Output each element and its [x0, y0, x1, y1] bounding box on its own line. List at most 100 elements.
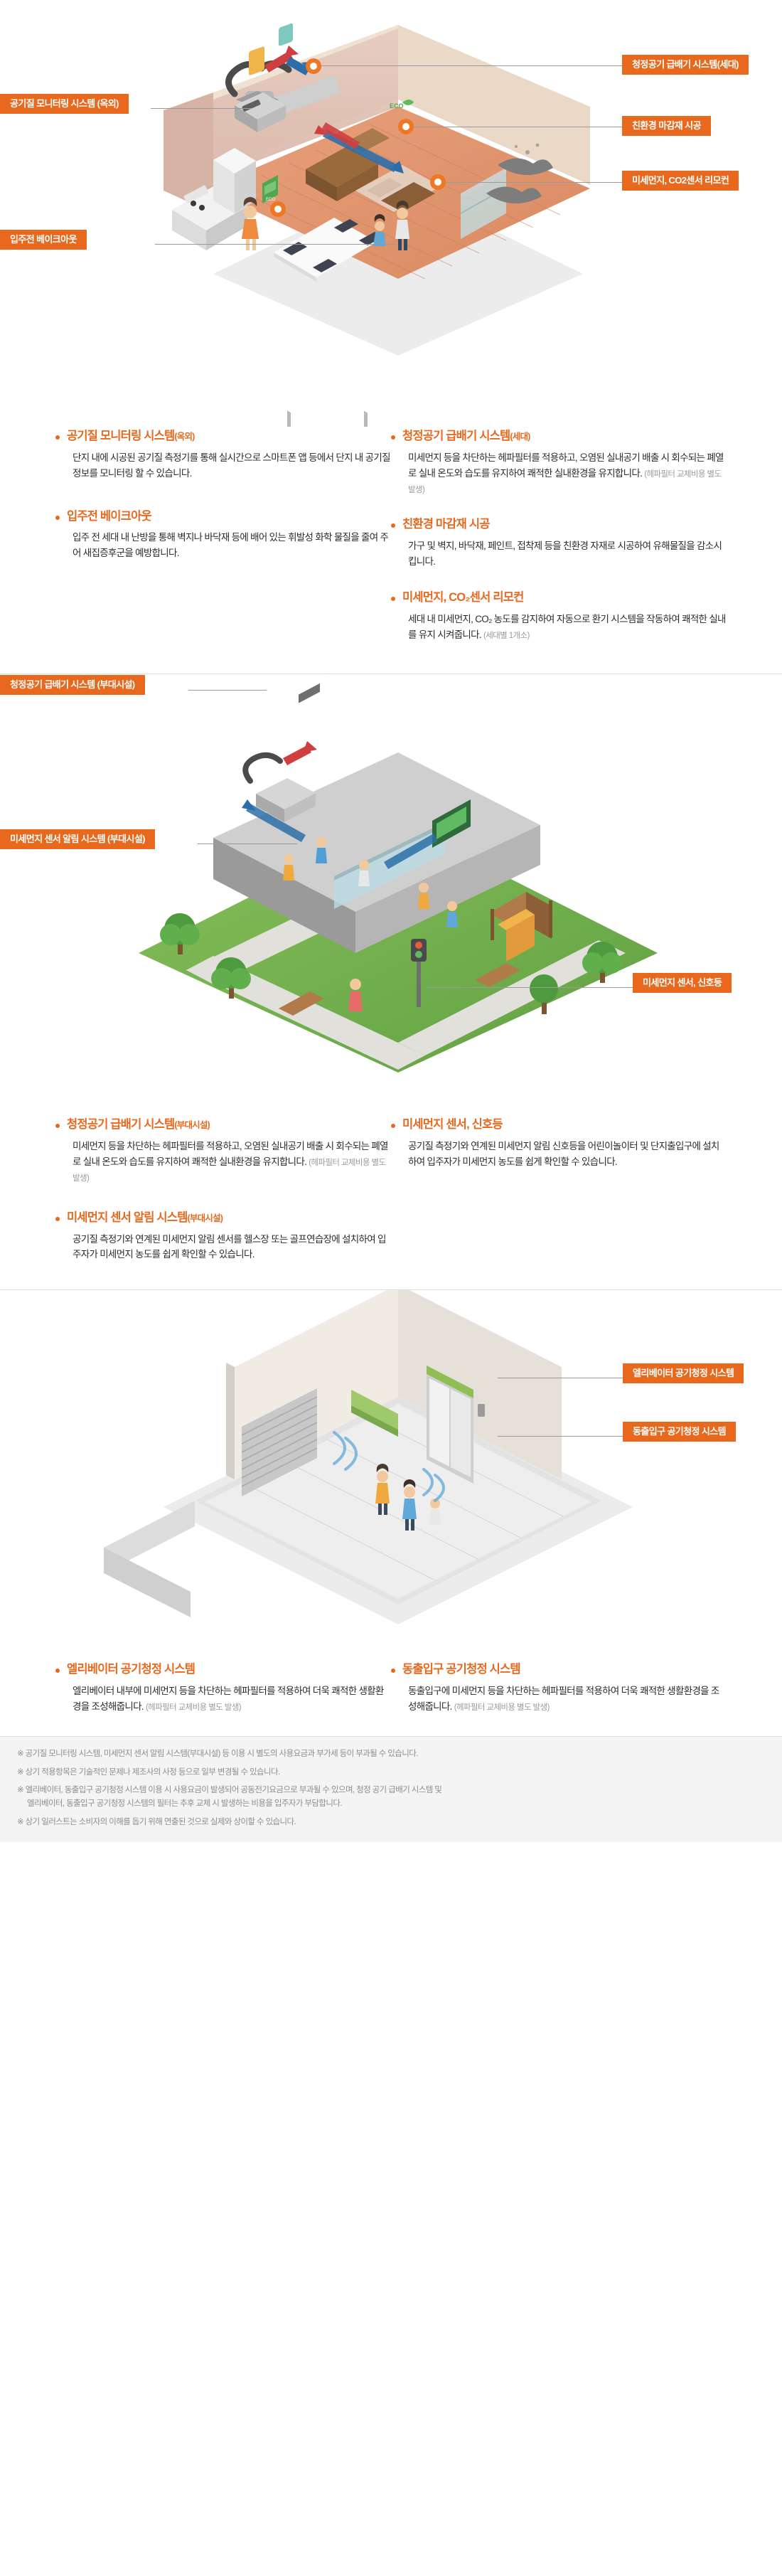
- callout-building-entrance-air-purification[interactable]: 동출입구 공기청정 시스템: [623, 1422, 736, 1442]
- desc-item-pre-move-in-bakeout: 입주전 베이크아웃 입주 전 세대 내 난방을 통해 벽지나 바닥재 등에 배어…: [55, 510, 391, 562]
- desc-note: (헤파필터 교체비용 별도 발생): [408, 469, 722, 494]
- bullet-dot: [391, 1668, 395, 1673]
- entrance-scene-svg: [104, 1290, 633, 1625]
- hrv-unit: [235, 92, 286, 132]
- desc-body: 엘리베이터 내부에 미세먼지 등을 차단하는 헤파필터를 적용하여 더욱 쾌적한…: [73, 1686, 384, 1712]
- desc-note: (헤파필터 교체비용 별도 발생): [145, 1703, 242, 1712]
- hotspot-dot-1[interactable]: [306, 58, 321, 74]
- leader-line-10: [498, 1436, 623, 1437]
- desc-item-air-quality-monitoring: 공기질 모니터링 시스템(옥외) 단지 내에 시공된 공기질 측정기를 통해 실…: [55, 430, 391, 481]
- callout-label: 청정공기 급배기 시스템 (부대시설): [10, 679, 135, 691]
- desc-title-paren: (부대시설): [187, 1213, 223, 1223]
- desc-body: 세대 내 미세먼지, CO₂ 농도를 감지하여 자동으로 환기 시스템을 작동하…: [408, 613, 726, 640]
- desc-body: 공기질 측정기와 연계된 미세먼지 알림 신호등을 어린이놀이터 및 단지출입구…: [408, 1141, 719, 1168]
- callout-label: 청정공기 급배기 시스템(세대): [632, 59, 739, 70]
- kitchen: [172, 148, 256, 250]
- garage-shutter: [241, 1388, 318, 1497]
- desc-title-paren: (부대시설): [174, 1120, 210, 1131]
- entrance-air-unit: [351, 1390, 398, 1437]
- bullet-dot: [55, 435, 60, 440]
- tree-4: [530, 974, 558, 1015]
- hotspot-dot-4[interactable]: [270, 201, 286, 217]
- community-scene-svg: [139, 674, 658, 1073]
- person-lobby-2: [402, 1479, 417, 1531]
- leader-line-5: [155, 244, 397, 245]
- leader-line-2: [321, 65, 622, 66]
- footer-note-1: ※ 공기질 모니터링 시스템, 미세먼지 센서 알림 시스템(부대시설) 등 이…: [17, 1749, 418, 1758]
- callout-elevator-air-purification[interactable]: 엘리베이터 공기청정 시스템: [623, 1363, 744, 1384]
- callout-dust-co2-sensor-remote[interactable]: 미세먼지, CO2센서 리모컨: [622, 171, 739, 191]
- elevator: [427, 1366, 485, 1484]
- desc-title-paren: (옥외): [174, 432, 195, 442]
- desc-title: 공기질 모니터링 시스템(옥외): [67, 430, 195, 442]
- person-child-1: [418, 883, 429, 910]
- playground-slide: [489, 892, 552, 962]
- bullet-dot: [391, 1124, 395, 1129]
- person-lobby-3: [429, 1499, 441, 1526]
- desc-title: 엘리베이터 공기청정 시스템: [67, 1663, 196, 1676]
- callout-dust-sensor-signal-lamp[interactable]: 미세먼지 센서, 신호등: [633, 973, 732, 994]
- tree-2: [211, 957, 251, 999]
- hotspot-dot-2[interactable]: [398, 119, 414, 134]
- tree-1: [160, 913, 200, 955]
- leader-line-1: [151, 108, 252, 109]
- callout-label: 미세먼지 센서 알림 시스템 (부대시설): [10, 834, 146, 845]
- bullet-dot: [55, 1216, 60, 1221]
- footer-note-2: ※ 상기 적용항목은 기술적인 문제나 제조사의 사정 등으로 일부 변경될 수…: [17, 1767, 280, 1777]
- person-child: [373, 214, 386, 246]
- hotspot-dot-3[interactable]: [430, 174, 446, 190]
- person-adult-standing: [395, 201, 409, 250]
- desc-item-building-entrance-air-purification: 동출입구 공기청정 시스템 동출입구에 미세먼지 등을 차단하는 헤파필터를 적…: [391, 1663, 727, 1715]
- callout-label: 미세먼지, CO2센서 리모컨: [632, 175, 729, 186]
- bullet-dot: [391, 435, 395, 440]
- tree-3: [582, 942, 622, 984]
- desc-title: 친환경 마감재 시공: [402, 518, 490, 531]
- desc-item-clean-air-supply-facility: 청정공기 급배기 시스템(부대시설) 미세먼지 등을 차단하는 헤파필터를 적용…: [55, 1118, 391, 1185]
- community-desc-left-column: 청정공기 급배기 시스템(부대시설) 미세먼지 등을 차단하는 헤파필터를 적용…: [55, 1118, 391, 1284]
- desc-body: 동출입구에 미세먼지 등을 차단하는 헤파필터를 적용하여 더욱 쾌적한 생활환…: [408, 1686, 719, 1712]
- leader-line-4: [441, 182, 622, 183]
- desc-note: (세대별 1개소): [483, 631, 530, 640]
- desc-body: 단지 내에 시공된 공기질 측정기를 통해 실시간으로 스마트폰 앱 등에서 단…: [73, 452, 391, 479]
- desc-body: 입주 전 세대 내 난방을 통해 벽지나 바닥재 등에 배어 있는 휘발성 화학…: [73, 532, 389, 559]
- section-household-descriptions: 공기질 모니터링 시스템(옥외) 단지 내에 시공된 공기질 측정기를 통해 실…: [0, 427, 782, 664]
- leader-line-7: [198, 843, 297, 845]
- leader-line-8: [427, 987, 633, 989]
- callout-dust-sensor-alarm-facility[interactable]: 미세먼지 센서 알림 시스템 (부대시설): [0, 829, 155, 850]
- desc-note: (헤파필터 교체비용 별도 발생): [454, 1703, 550, 1712]
- person-woman-kitchen: [242, 197, 259, 250]
- desc-body: 가구 및 벽지, 바닥재, 페인트, 접착제 등을 친환경 자재로 시공하여 유…: [408, 541, 722, 568]
- desc-item-eco-friendly-finishing: 친환경 마감재 시공 가구 및 벽지, 바닥재, 페인트, 접착제 등을 친환경…: [391, 518, 727, 570]
- desc-body: 미세먼지 등을 차단하는 헤파필터를 적용하고, 오염된 실내공기 배출 시 회…: [408, 452, 724, 494]
- person-gym-1: [283, 854, 294, 881]
- infographic-page: ECO ECO: [0, 23, 782, 1842]
- section-divider-3: [0, 1735, 782, 1737]
- callout-eco-friendly-finishing[interactable]: 친환경 마감재 시공: [622, 116, 711, 136]
- entrance-desc-left-column: 엘리베이터 공기청정 시스템 엘리베이터 내부에 미세먼지 등을 차단하는 헤파…: [55, 1663, 391, 1736]
- desc-title: 입주전 베이크아웃: [67, 509, 152, 523]
- community-building: [213, 674, 540, 954]
- callout-label: 동출입구 공기청정 시스템: [633, 1426, 727, 1437]
- bullet-dot: [55, 1124, 60, 1129]
- desc-title-paren: (세대): [510, 432, 530, 442]
- person-adult-stroller: [348, 979, 363, 1012]
- desc-title: 동출입구 공기청정 시스템: [402, 1663, 521, 1676]
- callout-label: 입주전 베이크아웃: [10, 234, 77, 245]
- callout-air-quality-monitoring-outdoor[interactable]: 공기질 모니터링 시스템 (옥외): [0, 94, 129, 114]
- desc-title: 청정공기 급배기 시스템(세대): [402, 430, 530, 442]
- callout-label: 엘리베이터 공기청정 시스템: [633, 1368, 734, 1379]
- section-community-descriptions: 청정공기 급배기 시스템(부대시설) 미세먼지 등을 차단하는 헤파필터를 적용…: [0, 1115, 782, 1284]
- desc-title: 미세먼지 센서, 신호등: [402, 1118, 503, 1132]
- callout-label: 미세먼지 센서, 신호등: [643, 977, 722, 989]
- footer-notes: ※ 공기질 모니터링 시스템, 미세먼지 센서 알림 시스템(부대시설) 등 이…: [0, 1736, 782, 1842]
- person-lobby-1: [375, 1464, 390, 1516]
- callout-clean-air-supply-facility[interactable]: 청정공기 급배기 시스템 (부대시설): [0, 675, 145, 696]
- household-desc-left-column: 공기질 모니터링 시스템(옥외) 단지 내에 시공된 공기질 측정기를 통해 실…: [55, 430, 391, 664]
- callout-pre-move-in-bakeout[interactable]: 입주전 베이크아웃: [0, 230, 87, 250]
- household-desc-right-column: 청정공기 급배기 시스템(세대) 미세먼지 등을 차단하는 헤파필터를 적용하고…: [391, 430, 727, 664]
- air-remote-panel: ECO: [262, 175, 278, 203]
- callout-clean-air-supply-household[interactable]: 청정공기 급배기 시스템(세대): [622, 55, 749, 75]
- bullet-dot: [55, 1668, 60, 1673]
- desc-body: 미세먼지 등을 차단하는 헤파필터를 적용하고, 오염된 실내공기 배출 시 회…: [73, 1141, 388, 1183]
- desc-note: (헤파필터 교체비용 별도 발생): [73, 1159, 386, 1183]
